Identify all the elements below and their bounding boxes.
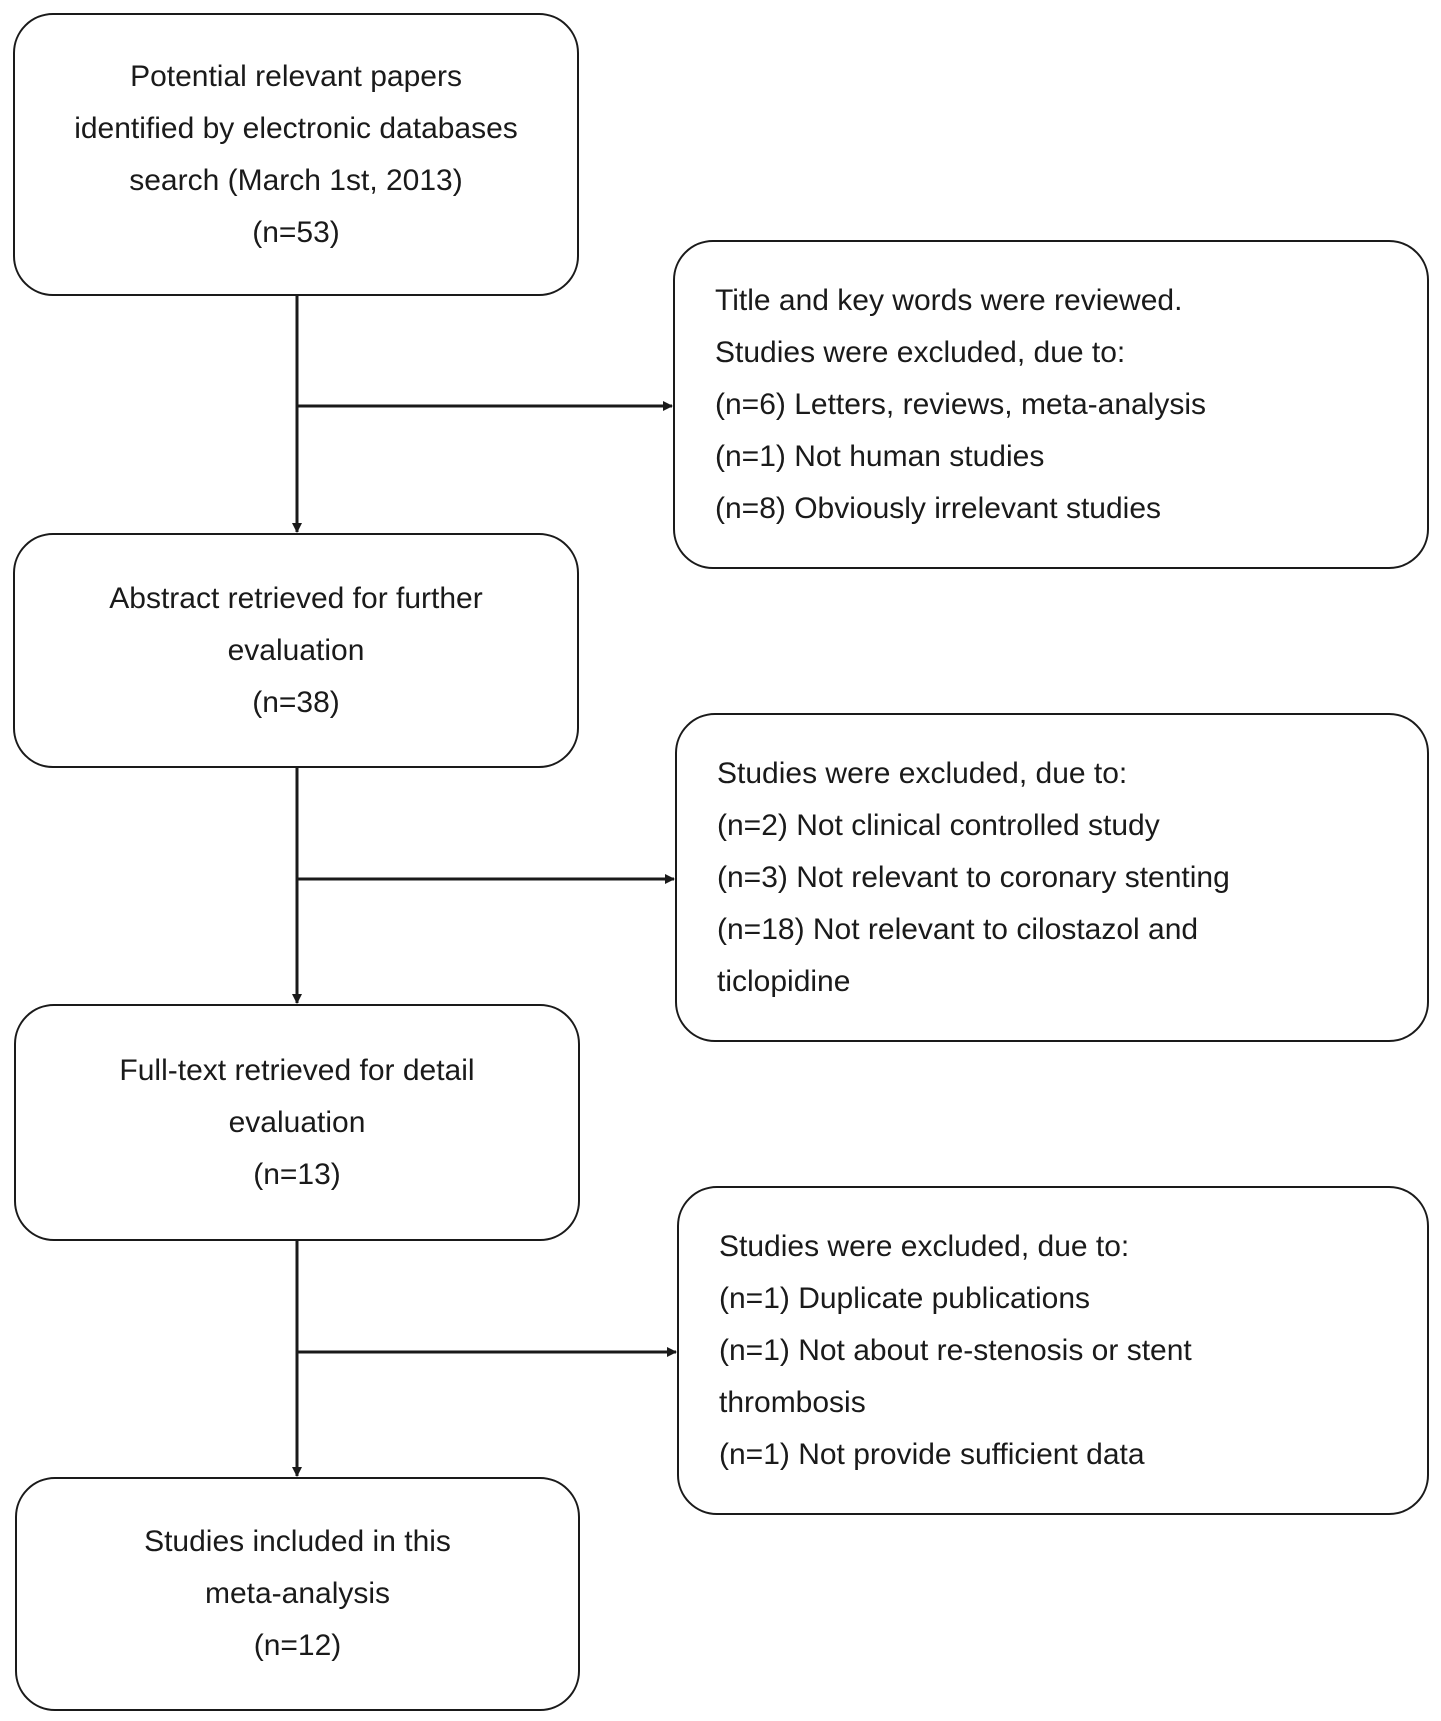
box-text-line: evaluation <box>228 1105 366 1139</box>
box-text-line: Full-text retrieved for detail <box>119 1053 475 1087</box>
exclusion-text-line: (n=1) Duplicate publications <box>719 1281 1091 1315</box>
exclusion-text-line: (n=8) Obviously irrelevant studies <box>715 491 1162 525</box>
box-text-line: Abstract retrieved for further <box>109 581 483 615</box>
identified-papers-box: Potential relevant papers identified by … <box>13 13 579 296</box>
box-text-line: Potential relevant papers <box>130 59 462 93</box>
exclusion-text-line: ticlopidine <box>717 964 851 998</box>
box-text-line: Studies included in this <box>144 1525 451 1558</box>
box-text-line: meta-analysis <box>204 1577 391 1610</box>
exclusion-box-fulltext: Studies were excluded, due to: (n=1) Dup… <box>677 1186 1429 1515</box>
exclusion-text-line: (n=1) Not about re-stenosis or stent <box>719 1333 1192 1367</box>
exclusion-text-line: (n=3) Not relevant to coronary stenting <box>717 860 1230 894</box>
exclusion-box-title-keywords: Title and key words were reviewed. Studi… <box>673 240 1429 569</box>
exclusion-text-line: Studies were excluded, due to: <box>715 335 1126 369</box>
box-count: (n=13) <box>253 1157 341 1191</box>
exclusion-text-line: Title and key words were reviewed. <box>715 283 1183 317</box>
box-count: (n=38) <box>252 685 340 719</box>
fulltext-retrieved-box: Full-text retrieved for detail evaluatio… <box>14 1004 580 1241</box>
exclusion-text-line: (n=1) Not provide sufficient data <box>719 1437 1145 1471</box>
box-count: (n=12) <box>253 1629 342 1662</box>
exclusion-text-line: (n=1) Not human studies <box>715 439 1045 473</box>
box-count: (n=53) <box>252 215 340 249</box>
exclusion-text-line: Studies were excluded, due to: <box>717 756 1128 790</box>
exclusion-text-line: thrombosis <box>719 1385 866 1419</box>
exclusion-text-line: Studies were excluded, due to: <box>719 1229 1130 1263</box>
box-text-line: evaluation <box>227 633 365 667</box>
studies-included-box: Studies included in this meta-analysis (… <box>15 1477 580 1711</box>
exclusion-box-abstract: Studies were excluded, due to: (n=2) Not… <box>675 713 1429 1042</box>
exclusion-text-line: (n=18) Not relevant to cilostazol and <box>717 912 1199 946</box>
box-text-line: identified by electronic databases <box>74 111 518 145</box>
exclusion-text-line: (n=6) Letters, reviews, meta-analysis <box>715 387 1207 421</box>
box-text-line: search (March 1st, 2013) <box>129 163 463 197</box>
exclusion-text-line: (n=2) Not clinical controlled study <box>717 808 1160 842</box>
abstract-retrieved-box: Abstract retrieved for further evaluatio… <box>13 533 579 768</box>
